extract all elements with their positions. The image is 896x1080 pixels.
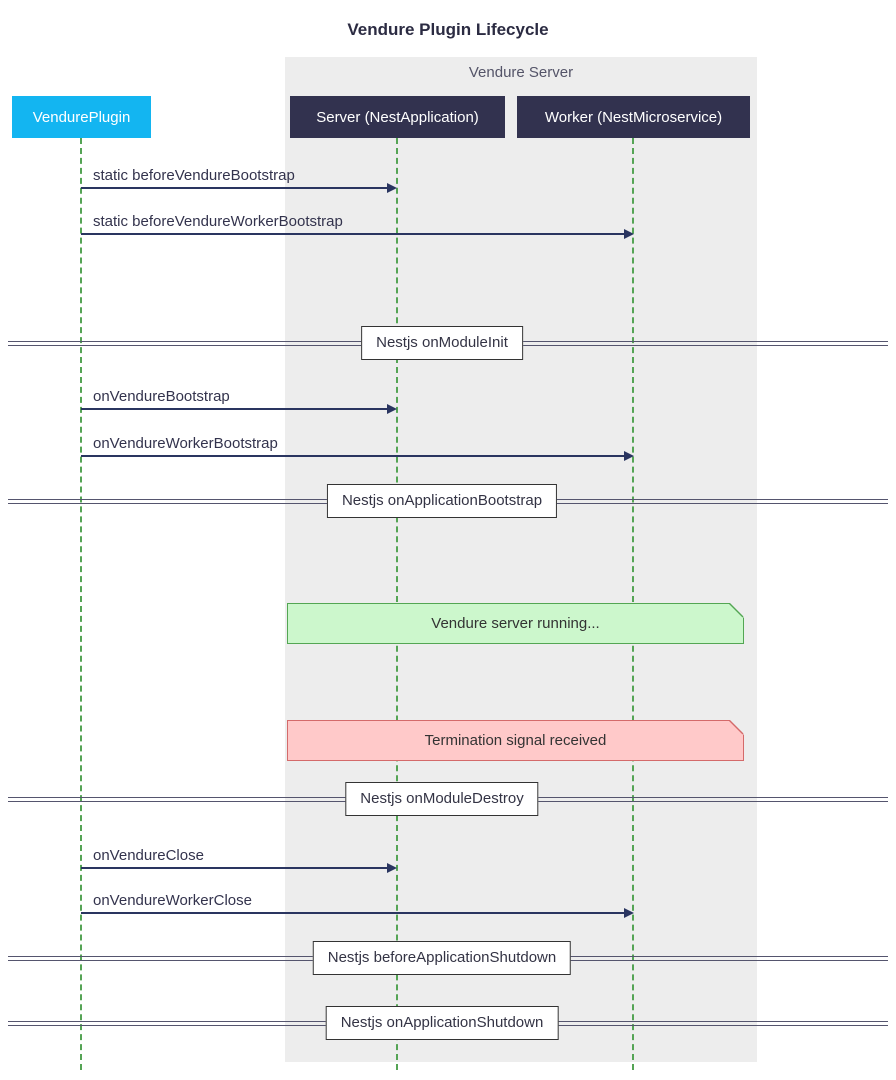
message-arrow-line	[81, 408, 387, 410]
vendure-server-group-box	[285, 57, 757, 1062]
note-termination-signal: Termination signal received	[287, 720, 744, 761]
divider-label: Nestjs onModuleDestroy	[345, 782, 539, 816]
note-server-running: Vendure server running...	[287, 603, 744, 644]
message-label: static beforeVendureBootstrap	[93, 167, 295, 184]
message-arrow-line	[81, 233, 624, 235]
message-arrow-line	[81, 867, 387, 869]
message-arrowhead	[387, 404, 397, 414]
message-arrowhead	[387, 183, 397, 193]
divider-label: Nestjs onApplicationShutdown	[325, 1006, 559, 1040]
message-arrowhead	[624, 908, 634, 918]
vendure-server-group-label: Vendure Server	[468, 64, 574, 81]
message-label: onVendureWorkerBootstrap	[93, 435, 278, 452]
lifeline-vendure-plugin	[80, 138, 82, 1070]
divider-label: Nestjs onApplicationBootstrap	[326, 484, 558, 518]
diagram-title: Vendure Plugin Lifecycle	[347, 20, 549, 39]
message-label: static beforeVendureWorkerBootstrap	[93, 213, 343, 230]
actor-vendure-plugin-label: VendurePlugin	[32, 108, 131, 126]
message-label: onVendureClose	[93, 847, 204, 864]
message-arrow-line	[81, 912, 624, 914]
message-arrowhead	[624, 229, 634, 239]
message-label: onVendureWorkerClose	[93, 892, 252, 909]
message-label: onVendureBootstrap	[93, 388, 230, 405]
note-termination-signal-label: Termination signal received	[424, 732, 607, 749]
message-arrowhead	[387, 863, 397, 873]
actor-worker: Worker (NestMicroservice)	[517, 96, 750, 138]
actor-server-label: Server (NestApplication)	[316, 108, 479, 126]
message-arrowhead	[624, 451, 634, 461]
actor-server: Server (NestApplication)	[290, 96, 505, 138]
message-arrow-line	[81, 455, 624, 457]
actor-worker-label: Worker (NestMicroservice)	[544, 108, 723, 126]
divider-label: Nestjs beforeApplicationShutdown	[312, 941, 572, 975]
actor-vendure-plugin: VendurePlugin	[12, 96, 151, 138]
note-fold-icon	[729, 720, 744, 735]
note-server-running-label: Vendure server running...	[431, 615, 600, 632]
divider-label: Nestjs onModuleInit	[361, 326, 523, 360]
message-arrow-line	[81, 187, 387, 189]
note-fold-icon	[729, 603, 744, 618]
